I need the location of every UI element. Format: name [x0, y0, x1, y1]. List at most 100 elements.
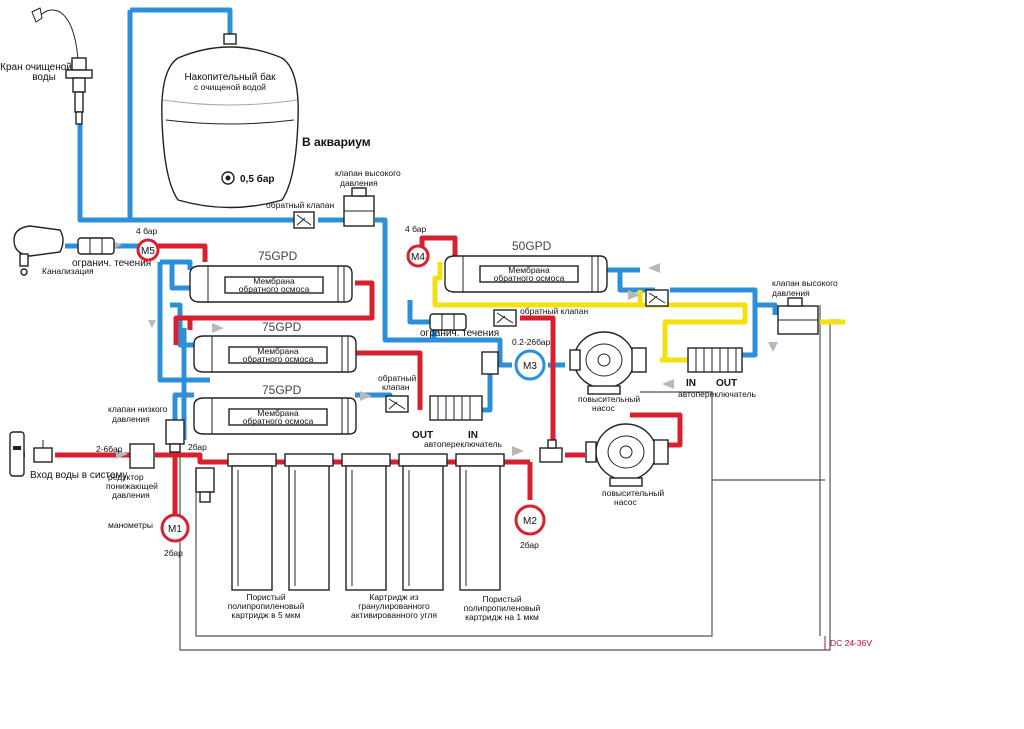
lp-valve-label-2: давления	[112, 414, 150, 424]
auto-switch-top-out: OUT	[716, 378, 737, 389]
pressure-switch: 2бар	[188, 442, 215, 503]
inlet: Вход воды в систему 2-6бар	[9, 431, 127, 481]
auto-switch-low-out: OUT	[412, 430, 433, 441]
cart-carbon-label-2: гранулированного	[358, 601, 430, 611]
gauge-m5-label: M5	[141, 246, 155, 257]
lp-valve-label-1: клапан низкого	[108, 404, 168, 414]
auto-switch-low-in: IN	[468, 430, 478, 441]
booster-pump-low: повысительный насос	[585, 423, 669, 507]
check-valve-top: обратный клапан	[266, 200, 335, 229]
membrane-50gpd: Мембрана обратного осмоса 50GPD	[444, 239, 608, 293]
gauge-m4: M4 4 бар	[405, 224, 430, 268]
filter-housing-2	[284, 453, 334, 591]
cartridge-labels: Пористый полипропиленовый картридж в 5 м…	[228, 592, 541, 622]
membrane-1-label-2: обратного осмоса	[239, 284, 310, 294]
flow-limiter-left: огранич. течения	[72, 237, 151, 269]
reducer-label-1: редуктор	[108, 472, 144, 482]
hp-valve-right-label-1: клапан высокого	[772, 278, 838, 288]
hp-valve-top-label-1: клапан высокого	[335, 168, 401, 178]
gauge-m1-pressure: 2бар	[164, 548, 183, 558]
gauges-label: манометры	[108, 520, 153, 530]
booster-pump-low-label-1: повысительный	[602, 488, 664, 498]
gauge-m5: M5 4 бар	[136, 226, 160, 262]
gauge-m5-pressure: 4 бар	[136, 226, 157, 236]
aquarium-label: В аквариум	[302, 135, 371, 149]
tee-fitting	[539, 439, 563, 463]
filter-housing-5	[455, 453, 505, 591]
membrane-50-label-1: Мембрана	[508, 265, 550, 275]
cart-carbon-label-3: активированного угля	[351, 610, 437, 620]
cart-5-label-2: полипропиленовый	[228, 601, 305, 611]
hp-valve-top: клапан высокого давления	[335, 168, 401, 227]
gpd-75-3: 75GPD	[262, 383, 302, 397]
gauge-m1: M1 2бар манометры	[108, 513, 190, 558]
check-valve-top-label: обратный клапан	[266, 200, 335, 210]
membrane-75gpd-2: Мембрана обратного осмоса 75GPD	[193, 320, 357, 373]
check-valve-low-label-2: клапан	[382, 382, 410, 392]
flow-limiter-mid: огранич. течения	[420, 313, 499, 339]
reducer-label-2: понижающей	[106, 481, 158, 491]
gauge-m2-label: M2	[523, 516, 537, 527]
hp-valve-right: клапан высокого давления	[772, 278, 838, 335]
dc-power-label: DC 24-36V	[830, 638, 872, 648]
membrane-3-label-1: Мембрана	[257, 408, 299, 418]
gauge-m4-pressure: 4 бар	[405, 224, 426, 234]
gpd-50: 50GPD	[512, 239, 552, 253]
flow-limiter-left-label: огранич. течения	[72, 258, 151, 269]
flow-limiter-mid-label: огранич. течения	[420, 328, 499, 339]
inlet-label: Вход воды в систему	[30, 470, 127, 481]
cart-carbon-label-1: Картридж из	[369, 592, 418, 602]
gauge-m3-label: M3	[523, 361, 537, 372]
membrane-1-label-1: Мембрана	[253, 276, 295, 286]
pressure-26: 2бар	[188, 442, 207, 452]
auto-switch-top-label: автопереключатель	[678, 389, 756, 399]
pressure-reducer: редуктор понижающей давления	[106, 443, 158, 500]
booster-pump-top-label-2: насос	[592, 403, 615, 413]
storage-tank: Накопительный бак с очищеной водой 0,5 б…	[161, 33, 371, 209]
gauge-m2: M2 2бар	[514, 504, 546, 550]
cart-1-label-1: Пористый	[482, 594, 522, 604]
membrane-2-label-2: обратного осмоса	[243, 354, 314, 364]
booster-pump-top-label-1: повысительный	[578, 394, 640, 404]
auto-switch-top: IN OUT автопереключатель	[678, 347, 756, 399]
check-valve-mid-label: обратный клапан	[520, 306, 589, 316]
filter-housing-1	[227, 453, 277, 591]
lp-valve: клапан низкого давления	[108, 404, 185, 453]
gpd-75-2: 75GPD	[262, 320, 302, 334]
filter-housings	[227, 453, 505, 591]
membrane-3-label-2: обратного осмоса	[243, 416, 314, 426]
tank-label-1: Накопительный бак	[184, 71, 276, 83]
yellow-pipes	[432, 262, 845, 363]
reducer-label-3: давления	[112, 490, 150, 500]
auto-switch-low: OUT IN автопереключатель	[412, 395, 502, 449]
auto-switch-top-in: IN	[686, 378, 696, 389]
tank-pressure: 0,5 бар	[240, 173, 275, 185]
drain-label: Канализация	[42, 266, 94, 276]
filter-housing-3	[341, 453, 391, 591]
membrane-75gpd-3: Мембрана обратного осмоса 75GPD	[193, 383, 357, 435]
hp-valve-right-label-2: давления	[772, 288, 810, 298]
faucet-label-1: Кран очищеной	[0, 62, 72, 73]
auto-switch-low-label: автопереключатель	[424, 439, 502, 449]
drain-clamp: Канализация	[13, 225, 94, 276]
gpd-75-1: 75GPD	[258, 249, 298, 263]
hp-valve-top-label-2: давления	[340, 178, 378, 188]
check-valve-mid: обратный клапан	[493, 306, 589, 327]
check-valve-low: обратный клапан	[378, 373, 417, 413]
check-valve-low-label-1: обратный	[378, 373, 417, 383]
check-valve-right	[645, 289, 669, 307]
faucet-label-2: воды	[32, 72, 56, 83]
gauge-m1-label: M1	[168, 524, 182, 535]
membrane-50-label-2: обратного осмоса	[494, 273, 565, 283]
filter-housing-4	[398, 453, 448, 591]
cart-1-label-2: полипропиленовый	[464, 603, 541, 613]
cart-1-label-3: картридж на 1 мкм	[465, 612, 539, 622]
inlet-pressure: 2-6бар	[96, 444, 123, 454]
membrane-75gpd-1: Мембрана обратного осмоса 75GPD	[189, 249, 353, 303]
gauge-m3: M3 0.2-26бар	[481, 337, 551, 381]
tank-label-2: с очищеной водой	[194, 82, 266, 92]
cart-5-label-3: картридж в 5 мкм	[232, 610, 301, 620]
membrane-2-label-1: Мембрана	[257, 346, 299, 356]
booster-pump-top: повысительный насос	[569, 331, 647, 413]
